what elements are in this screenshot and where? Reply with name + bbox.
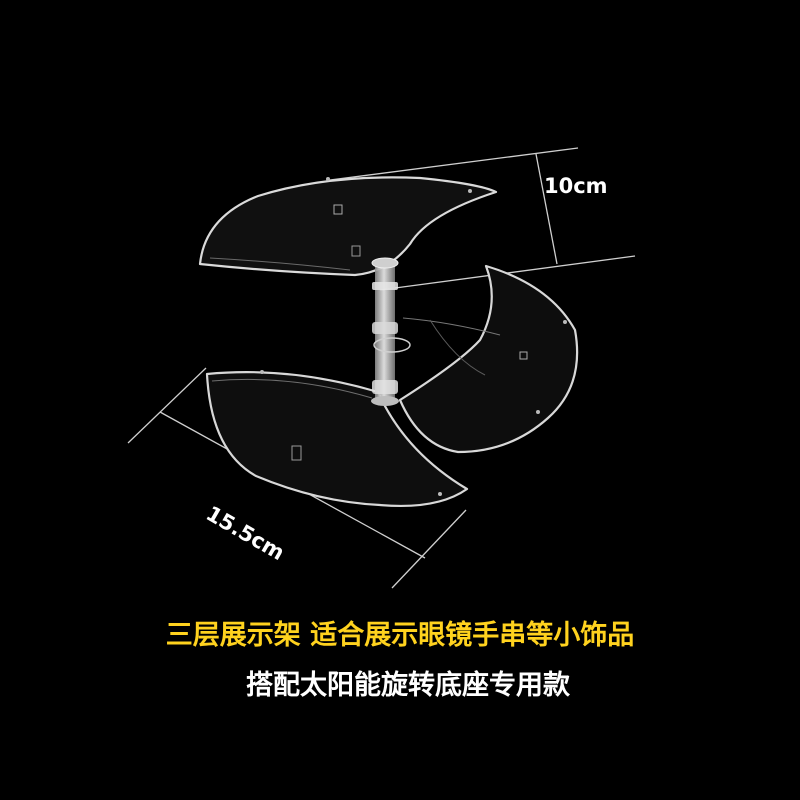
- center-pillar: [371, 257, 411, 406]
- caption-line-2: 搭配太阳能旋转底座专用款: [246, 670, 570, 701]
- tier-screw-dot: [536, 410, 540, 414]
- top-tier-plate: [198, 176, 498, 277]
- caption-line-1: 三层展示架 适合展示眼镜手串等小饰品: [165, 620, 635, 651]
- tier-label-mark: [333, 204, 343, 215]
- tier-screw-dot: [326, 177, 330, 181]
- height-dimension-line: [535, 153, 558, 265]
- tier-screw-dot: [260, 370, 264, 374]
- tier-label-mark: [351, 245, 361, 257]
- width-right-extension-line: [391, 509, 467, 589]
- height-dimension-label: 10cm: [544, 174, 608, 198]
- width-left-extension-line: [127, 367, 207, 444]
- bottom-tier-plate: [205, 370, 469, 508]
- tier-screw-dot: [438, 492, 442, 496]
- tier-screw-dot: [468, 189, 472, 193]
- height-top-extension-line: [329, 147, 579, 181]
- tier-screw-dot: [563, 320, 567, 324]
- tier-label-mark: [519, 351, 528, 360]
- tier-label-mark: [291, 445, 302, 461]
- middle-tier-plate: [398, 264, 579, 454]
